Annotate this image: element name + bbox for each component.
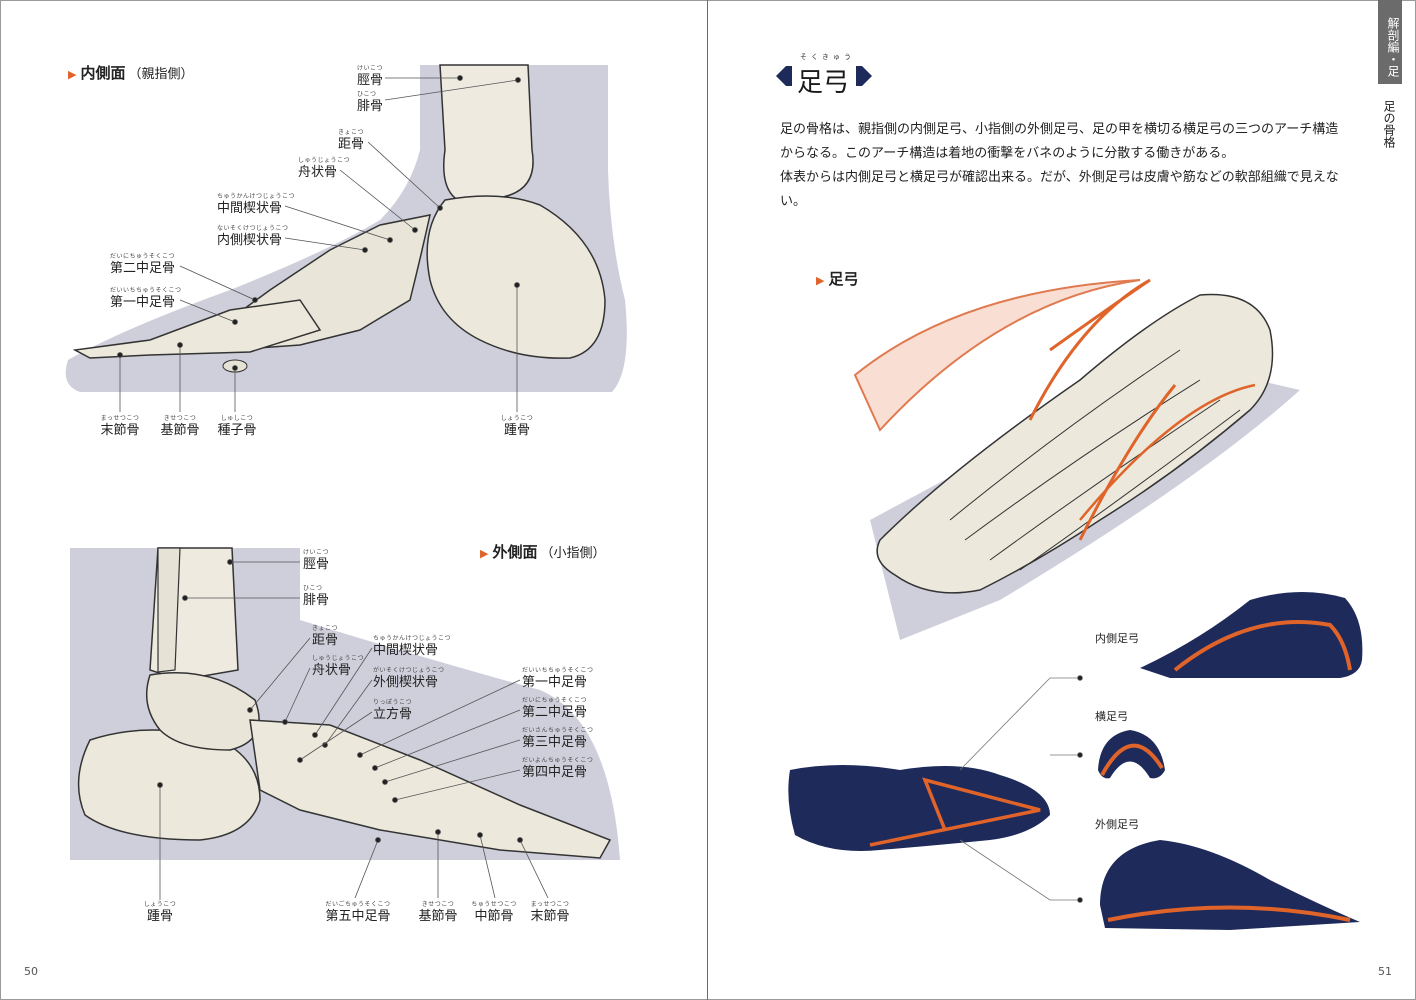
label-calcaneus-lateral: しょうこつ踵骨 [143, 901, 177, 924]
label-medial-arch: 内側足弓 [1095, 632, 1139, 645]
label-tibia-medial: けいこつ脛骨 [357, 65, 384, 88]
label-fibula-lateral: ひこつ腓骨 [303, 585, 330, 608]
lateral-title: 外側面 [492, 543, 538, 561]
label-fibula-medial: ひこつ腓骨 [357, 91, 384, 114]
triangle-bullet-icon: ▶ [480, 547, 489, 560]
label-talus-medial: きょこつ距骨 [338, 129, 365, 152]
body-paragraph-1: 足の骨格は、親指側の内側足弓、小指側の外側足弓、足の甲を横切る横足弓の三つのアー… [780, 122, 1339, 161]
silhouette-lateral [1100, 840, 1360, 930]
page-title: 足弓 [797, 68, 850, 98]
label-lateral-cuneiform: がいそくけつじょうこつ外側楔状骨 [373, 667, 445, 690]
title-ruby: そくきゅう [800, 53, 855, 61]
label-transverse-arch: 横足弓 [1095, 710, 1128, 723]
label-first-metatarsal-lateral: だいいちちゅうそくこつ第一中足骨 [522, 667, 594, 690]
label-second-metatarsal-lateral: だいにちゅうそくこつ第二中足骨 [522, 697, 588, 720]
medial-metatarsal [72, 299, 322, 359]
page-number-right: 51 [1378, 965, 1392, 978]
label-calcaneus-medial: しょうこつ踵骨 [500, 415, 534, 438]
lateral-fibula [157, 547, 181, 673]
arch-foot-bones [876, 293, 1274, 594]
label-fourth-metatarsal: だいよんちゅうそくこつ第四中足骨 [522, 757, 594, 780]
chapter-subtitle: 足の骨格 [1382, 100, 1396, 148]
page-gutter [707, 0, 708, 1000]
silhouette-medial [1140, 591, 1363, 678]
label-proximal-phalanx-lateral: きせつこつ基節骨 [418, 901, 458, 924]
medial-section-heading: ▶内側面（親指側） [68, 62, 194, 83]
label-first-metatarsal-medial: だいいちちゅうそくこつ第一中足骨 [110, 287, 182, 310]
label-lateral-arch: 外側足弓 [1095, 818, 1139, 831]
arch-section-heading: ▶足弓 [816, 268, 858, 289]
medial-subtitle: （親指側） [128, 67, 194, 82]
label-intermediate-cuneiform-medial: ちゅうかんけつじょうこつ中間楔状骨 [217, 193, 296, 216]
label-navicular-medial: しゅうじょうこつ舟状骨 [298, 157, 351, 180]
lateral-talus [145, 672, 260, 751]
lateral-metatarsals [249, 719, 612, 859]
arch-section-title: 足弓 [828, 270, 859, 288]
label-distal-phalanx-medial: まっせつこつ末節骨 [100, 415, 140, 438]
medial-calcaneus [426, 195, 606, 359]
chapter-tab: 解剖編・足 [1378, 0, 1402, 84]
silhouette-transverse [1098, 730, 1165, 779]
label-third-metatarsal: だいさんちゅうそくこつ第三中足骨 [522, 727, 594, 750]
label-sesamoid: しゅしこつ種子骨 [217, 415, 257, 438]
label-intermediate-cuneiform-lateral: ちゅうかんけつじょうこつ中間楔状骨 [373, 635, 452, 658]
label-middle-phalanx: ちゅうせつこつ中節骨 [471, 901, 517, 924]
triangle-bullet-icon: ▶ [816, 274, 825, 287]
label-navicular-lateral: しゅうじょうこつ舟状骨 [312, 655, 365, 678]
lateral-section-heading: ▶外側面（小指側） [480, 541, 606, 562]
body-paragraph-2: 体表からは内側足弓と横足弓が確認出来る。だが、外側足弓は皮膚や筋などの軟部組織で… [780, 170, 1339, 209]
triangle-bullet-icon: ▶ [68, 68, 77, 81]
label-distal-phalanx-lateral: まっせつこつ末節骨 [530, 901, 570, 924]
page-number-left: 50 [24, 965, 38, 978]
title-bracket-left [776, 66, 786, 86]
body-text: 足の骨格は、親指側の内側足弓、小指側の外側足弓、足の甲を横切る横足弓の三つのアー… [780, 118, 1350, 214]
label-proximal-phalanx-medial: きせつこつ基節骨 [160, 415, 200, 438]
label-talus-lateral: きょこつ距骨 [312, 625, 339, 648]
medial-title: 内側面 [80, 64, 126, 82]
label-cuboid: りっぽうこつ立方骨 [373, 699, 413, 722]
silhouette-top-foot [788, 765, 1050, 851]
label-fifth-metatarsal: だいごちゅうそくこつ第五中足骨 [325, 901, 391, 924]
label-tibia-lateral: けいこつ脛骨 [303, 549, 330, 572]
lateral-subtitle: （小指側） [540, 546, 606, 561]
title-bracket-right [862, 66, 872, 86]
label-second-metatarsal-medial: だいにちゅうそくこつ第二中足骨 [110, 253, 176, 276]
arch-curve-medial [853, 279, 1141, 432]
label-medial-cuneiform: ないそくけつじょうこつ内側楔状骨 [217, 225, 289, 248]
medial-tibia [439, 64, 534, 202]
